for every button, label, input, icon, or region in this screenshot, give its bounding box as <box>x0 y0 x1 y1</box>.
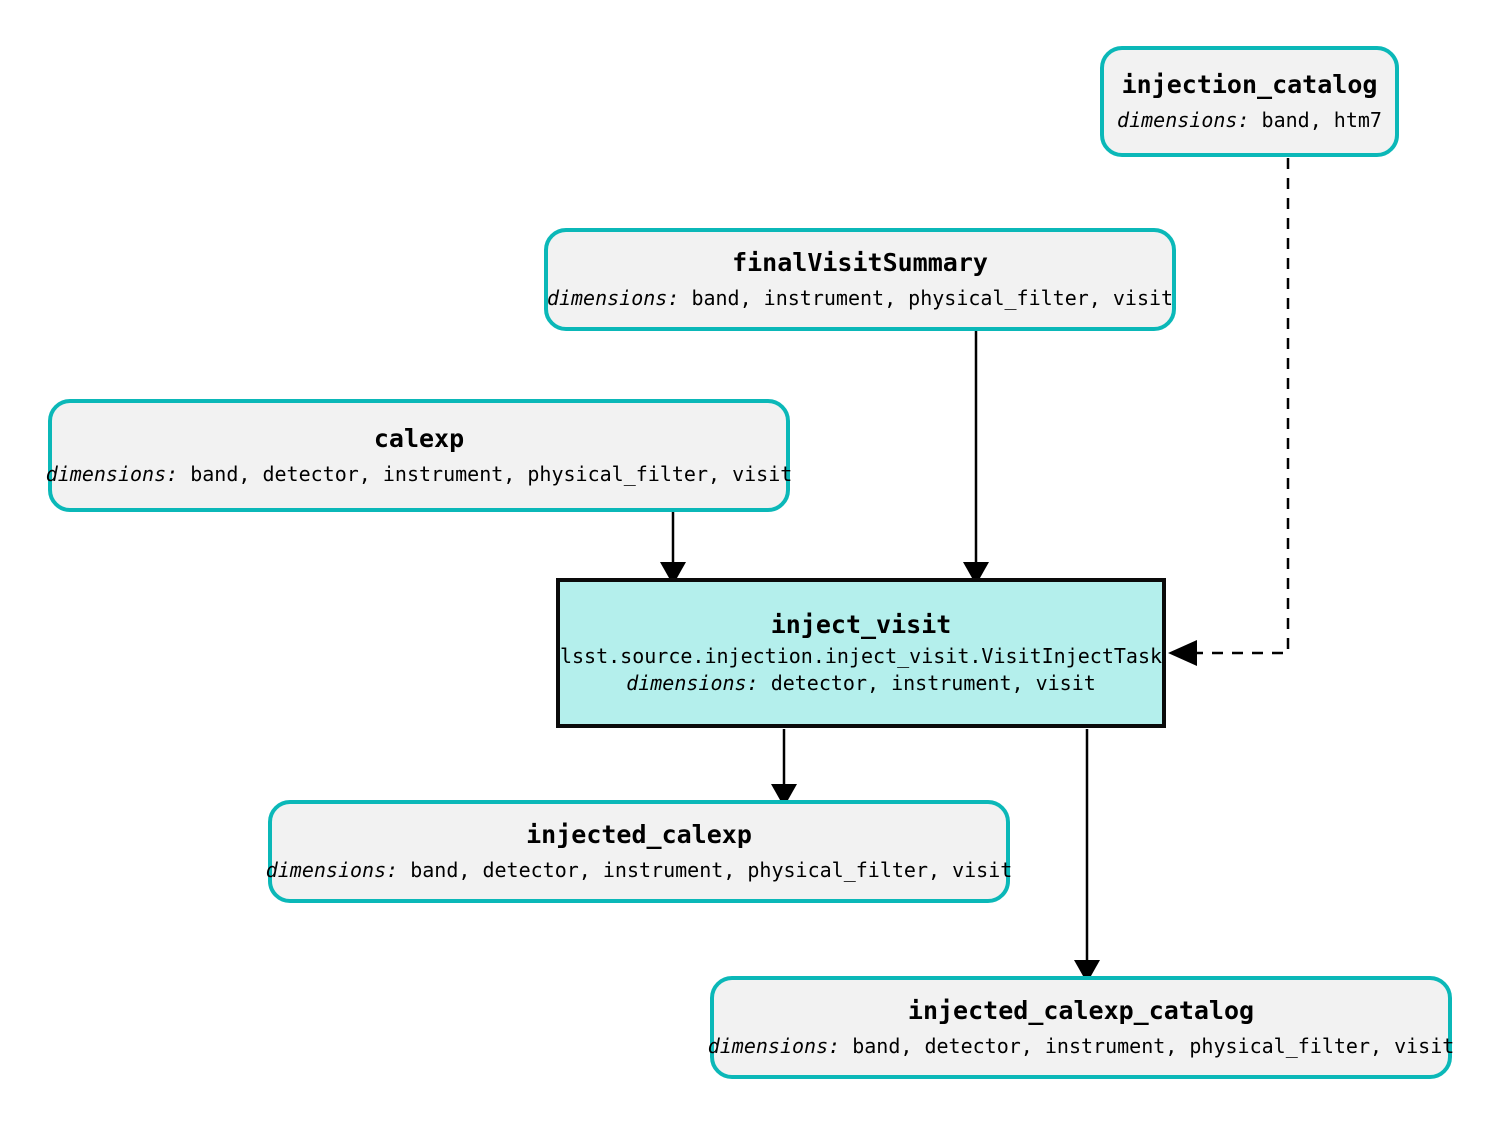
dimensions-label: dimensions: <box>626 671 759 696</box>
node-injected-calexp-catalog[interactable]: injected_calexp_catalog dimensions: band… <box>707 976 1455 1079</box>
dimensions-label: dimensions: <box>546 285 680 310</box>
dimensions-value: band, instrument, physical_filter, visit <box>691 285 1174 310</box>
node-title: inject_visit <box>770 609 952 639</box>
node-dimensions: dimensions: band, detector, instrument, … <box>45 461 793 486</box>
task-class-path: lsst.source.injection.inject_visit.Visit… <box>559 644 1163 669</box>
dimensions-label: dimensions: <box>707 1033 841 1058</box>
node-injected-calexp[interactable]: injected_calexp dimensions: band, detect… <box>265 800 1013 903</box>
node-title: injection_catalog <box>1121 70 1378 100</box>
dimensions-value: band, detector, instrument, physical_fil… <box>190 461 793 486</box>
node-title: calexp <box>373 424 465 454</box>
dimensions-value: detector, instrument, visit <box>770 671 1096 696</box>
node-finalvisitsummary[interactable]: finalVisitSummary dimensions: band, inst… <box>544 228 1176 331</box>
edge-inject-visit-to-injected-calexp <box>771 729 797 807</box>
node-title: injected_calexp <box>526 820 752 850</box>
dimensions-label: dimensions: <box>1117 107 1250 132</box>
node-inject-visit[interactable]: inject_visit lsst.source.injection.injec… <box>556 578 1166 728</box>
dimensions-value: band, detector, instrument, physical_fil… <box>410 857 1013 882</box>
node-dimensions: dimensions: detector, instrument, visit <box>626 672 1096 695</box>
dimensions-label: dimensions: <box>45 461 179 486</box>
dimensions-label: dimensions: <box>265 857 399 882</box>
node-dimensions: dimensions: band, htm7 <box>1117 107 1382 132</box>
node-dimensions: dimensions: band, detector, instrument, … <box>707 1033 1455 1058</box>
node-title: finalVisitSummary <box>732 248 988 278</box>
edge-inject-visit-to-injected-calexp-catalog <box>1074 729 1100 983</box>
dimensions-value: band, detector, instrument, physical_fil… <box>852 1033 1455 1058</box>
node-injection-catalog[interactable]: injection_catalog dimensions: band, htm7 <box>1100 46 1399 157</box>
edge-finalvisitsummary-to-inject-visit <box>963 331 989 585</box>
node-title: injected_calexp_catalog <box>907 996 1255 1026</box>
edge-calexp-to-inject-visit <box>660 512 686 585</box>
node-dimensions: dimensions: band, instrument, physical_f… <box>546 285 1174 310</box>
node-dimensions: dimensions: band, detector, instrument, … <box>265 857 1013 882</box>
dimensions-value: band, htm7 <box>1261 107 1382 132</box>
node-calexp[interactable]: calexp dimensions: band, detector, instr… <box>45 399 793 512</box>
edge-injection-catalog-to-inject-visit <box>1168 158 1290 666</box>
